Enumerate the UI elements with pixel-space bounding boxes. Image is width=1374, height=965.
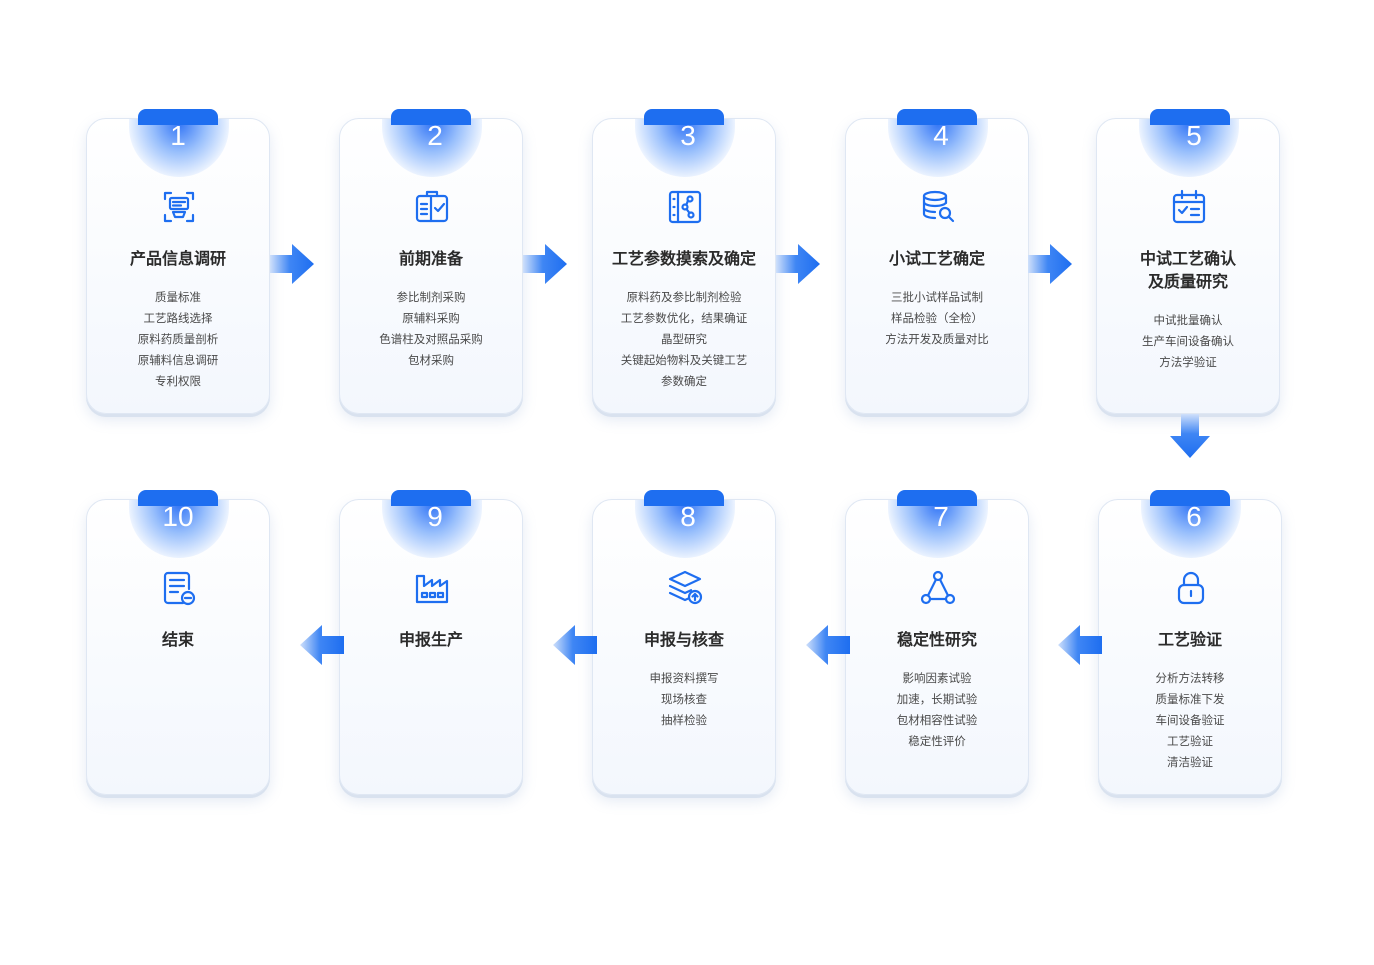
step-number-1: 1 <box>170 120 186 151</box>
step-item: 关键起始物料及关键工艺 <box>620 353 748 367</box>
database-search-icon <box>918 187 958 227</box>
scanner-icon <box>159 187 199 227</box>
step-item: 质量标准下发 <box>1155 692 1225 706</box>
step-tab-2 <box>391 109 471 125</box>
step-number-2: 2 <box>427 120 443 151</box>
step-title: 小试工艺确定 <box>888 249 985 268</box>
step-number-5: 5 <box>1186 120 1202 151</box>
arrow-left-icon <box>806 625 850 665</box>
step-title: 申报生产 <box>398 630 463 649</box>
step-item: 原辅料采购 <box>402 311 460 325</box>
step-item: 工艺参数优化，结果确证 <box>620 311 748 325</box>
arrow-right-icon <box>1028 244 1072 284</box>
step-tab-8 <box>644 490 724 506</box>
step-item: 包材采购 <box>408 353 454 367</box>
step-tab-6 <box>1150 490 1230 506</box>
step-item: 三批小试样品试制 <box>891 290 983 304</box>
arrow-left-icon <box>553 625 597 665</box>
step-items: 质量标准 工艺路线选择 原料药质量剖析 原辅料信息调研 专利权限 <box>93 287 263 392</box>
step-card-5: 中试工艺确认 及质量研究 中试批量确认 生产车间设备确认 方法学验证 <box>1096 118 1280 414</box>
step-title: 稳定性研究 <box>896 630 977 649</box>
step-card-7: 稳定性研究 影响因素试验 加速，长期试验 包材相容性试验 稳定性评价 <box>845 499 1029 795</box>
step-item: 样品检验（全检） <box>891 311 983 325</box>
step-item: 原料药及参比制剂检验 <box>626 290 742 304</box>
clipboard-check-icon <box>412 187 452 227</box>
step-number-6: 6 <box>1186 501 1202 532</box>
step-title: 申报与核查 <box>643 630 724 649</box>
step-item: 参数确定 <box>661 374 707 388</box>
step-items: 影响因素试验 加速，长期试验 包材相容性试验 稳定性评价 <box>852 668 1022 752</box>
step-item: 清洁验证 <box>1167 755 1213 769</box>
step-item: 方法学验证 <box>1159 355 1217 369</box>
step-items: 参比制剂采购 原辅料采购 色谱柱及对照品采购 包材采购 <box>346 287 516 371</box>
step-title: 工艺参数摸索及确定 <box>611 249 756 268</box>
step-tab-5 <box>1150 109 1230 125</box>
step-title: 产品信息调研 <box>129 249 226 268</box>
step-card-9: 申报生产 <box>339 499 523 795</box>
arrow-right-icon <box>523 244 567 284</box>
step-card-10: 结束 <box>86 499 270 795</box>
step-item: 中试批量确认 <box>1153 313 1223 327</box>
step-card-2: 前期准备 参比制剂采购 原辅料采购 色谱柱及对照品采购 包材采购 <box>339 118 523 414</box>
triangle-nodes-icon <box>918 568 958 608</box>
step-tab-7 <box>897 490 977 506</box>
step-card-8: 申报与核查 申报资料撰写 现场核查 抽样检验 <box>592 499 776 795</box>
step-item: 车间设备验证 <box>1155 713 1225 727</box>
step-item: 包材相容性试验 <box>896 713 978 727</box>
step-item: 工艺验证 <box>1167 734 1213 748</box>
step-items: 三批小试样品试制 样品检验（全检） 方法开发及质量对比 <box>852 287 1022 350</box>
step-item: 现场核查 <box>661 692 707 706</box>
step-item: 参比制剂采购 <box>396 290 466 304</box>
arrow-left-icon <box>1058 625 1102 665</box>
step-tab-3 <box>644 109 724 125</box>
step-item: 工艺路线选择 <box>143 311 213 325</box>
step-tab-4 <box>897 109 977 125</box>
step-number-8: 8 <box>680 501 696 532</box>
arrow-right-icon <box>270 244 314 284</box>
step-item: 加速，长期试验 <box>896 692 978 706</box>
lock-icon <box>1171 568 1211 608</box>
factory-icon <box>412 568 452 608</box>
step-item: 方法开发及质量对比 <box>885 332 989 346</box>
step-item: 质量标准 <box>155 290 201 304</box>
step-item: 抽样检验 <box>661 713 707 727</box>
step-item: 色谱柱及对照品采购 <box>379 332 483 346</box>
step-item: 影响因素试验 <box>902 671 972 685</box>
arrow-right-icon <box>776 244 820 284</box>
layers-upload-icon <box>665 568 705 608</box>
document-minus-icon <box>159 568 199 608</box>
step-title: 中试工艺确认 及质量研究 <box>1139 249 1236 291</box>
step-number-4: 4 <box>933 120 949 151</box>
step-number-9: 9 <box>427 501 443 532</box>
step-item: 申报资料撰写 <box>649 671 719 685</box>
step-tab-1 <box>138 109 218 125</box>
step-title: 工艺验证 <box>1157 630 1222 649</box>
step-items: 分析方法转移 质量标准下发 车间设备验证 工艺验证 清洁验证 <box>1105 668 1275 773</box>
step-item: 晶型研究 <box>661 332 707 346</box>
step-items: 中试批量确认 生产车间设备确认 方法学验证 <box>1103 310 1273 373</box>
step-card-4: 小试工艺确定 三批小试样品试制 样品检验（全检） 方法开发及质量对比 <box>845 118 1029 414</box>
step-item: 专利权限 <box>155 374 201 388</box>
arrow-down-icon <box>1170 414 1210 458</box>
step-item: 原辅料信息调研 <box>137 353 219 367</box>
step-card-1: 产品信息调研 质量标准 工艺路线选择 原料药质量剖析 原辅料信息调研 专利权限 <box>86 118 270 414</box>
arrow-left-icon <box>300 625 344 665</box>
step-item: 原料药质量剖析 <box>137 332 219 346</box>
step-title: 结束 <box>161 630 194 649</box>
step-number-7: 7 <box>933 501 949 532</box>
step-items: 申报资料撰写 现场核查 抽样检验 <box>599 668 769 731</box>
workflow-book-icon <box>665 187 705 227</box>
step-tab-9 <box>391 490 471 506</box>
step-card-3: 工艺参数摸索及确定 原料药及参比制剂检验 工艺参数优化，结果确证 晶型研究 关键… <box>592 118 776 414</box>
step-items: 原料药及参比制剂检验 工艺参数优化，结果确证 晶型研究 关键起始物料及关键工艺 … <box>599 287 769 392</box>
step-tab-10 <box>138 490 218 506</box>
step-number-10: 10 <box>162 501 194 532</box>
step-item: 生产车间设备确认 <box>1142 334 1234 348</box>
step-card-6: 工艺验证 分析方法转移 质量标准下发 车间设备验证 工艺验证 清洁验证 <box>1098 499 1282 795</box>
step-item: 分析方法转移 <box>1155 671 1225 685</box>
step-number-3: 3 <box>680 120 696 151</box>
step-title: 前期准备 <box>398 249 463 268</box>
calendar-check-icon <box>1169 187 1209 227</box>
step-item: 稳定性评价 <box>908 734 966 748</box>
